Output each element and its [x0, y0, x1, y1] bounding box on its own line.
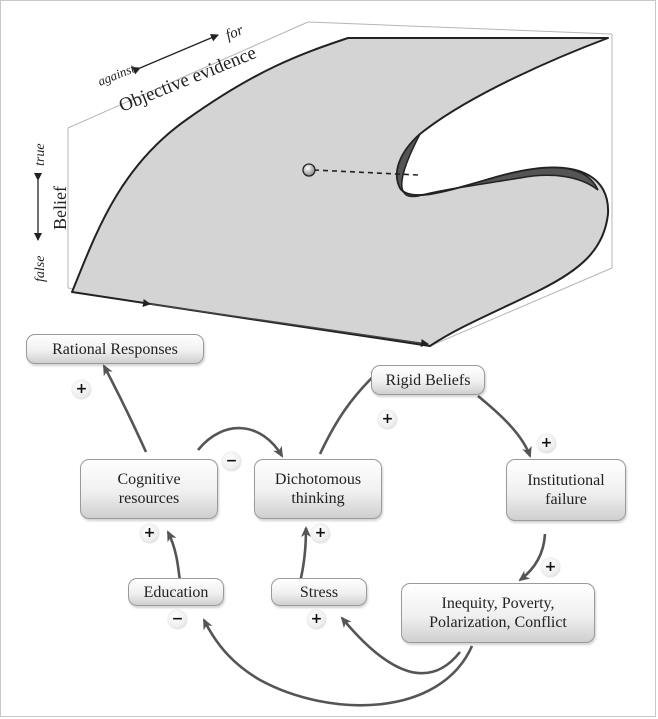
axis-belief-label: Belief	[50, 186, 70, 230]
axis-for-label: for	[224, 22, 246, 43]
node-education: Education	[128, 578, 224, 606]
arrow-cognitive-to-dichotomous	[196, 426, 284, 458]
arrow-inequity-to-education	[202, 618, 474, 707]
node-cognitive-resources: Cognitive resources	[80, 459, 218, 519]
sign-stress-to-dichotomous: +	[311, 524, 330, 543]
node-cognitive-resources-line1: Cognitive	[117, 471, 181, 488]
node-institutional-failure-line1: Institutional	[527, 472, 605, 489]
arrow-education-to-cognitive	[166, 530, 182, 583]
node-dichotomous-thinking: Dichotomous thinking	[254, 459, 382, 519]
cusp-surface	[71, 37, 610, 347]
sign-rigid-to-institutional: +	[537, 434, 556, 453]
causal-arrows	[102, 364, 547, 707]
arrow-institutional-to-inequity	[518, 533, 547, 582]
state-ball	[302, 163, 316, 177]
sign-inequity-to-education: −	[168, 610, 187, 629]
axis-true-label: true	[33, 143, 48, 166]
node-inequity-line1: Inequity, Poverty,	[441, 595, 555, 612]
sign-dichotomous-to-rigid: +	[378, 410, 397, 429]
node-inequity: Inequity, Poverty, Polarization, Conflic…	[401, 583, 595, 643]
node-institutional-failure-line2: failure	[545, 491, 587, 508]
node-cognitive-resources-line2: resources	[118, 490, 180, 507]
hysteresis-arrow	[142, 299, 429, 347]
arrow-rigid-to-institutional	[477, 394, 532, 458]
arrow-cognitive-to-rational	[102, 364, 148, 453]
evidence-direction-arrow	[131, 34, 219, 75]
node-stress: Stress	[271, 578, 367, 606]
node-inequity-line2: Polarization, Conflict	[429, 614, 567, 631]
surface-fold	[396, 133, 599, 198]
node-education-label: Education	[143, 583, 209, 601]
sign-inequity-to-stress: +	[307, 610, 326, 629]
node-rigid-beliefs: Rigid Beliefs	[371, 365, 485, 395]
sign-education-to-cognitive: +	[140, 524, 159, 543]
node-stress-label: Stress	[299, 583, 339, 601]
axis-false-label: false	[33, 256, 48, 282]
sign-cognitive-to-dichotomous: −	[222, 452, 241, 471]
arrow-stress-to-dichotomous	[298, 526, 311, 583]
node-dichotomous-thinking-line2: thinking	[291, 490, 345, 507]
axis-against-label: against	[96, 60, 137, 88]
sign-cognitive-to-rational: +	[72, 380, 91, 399]
node-rational-responses-label: Rational Responses	[52, 340, 178, 358]
node-rigid-beliefs-label: Rigid Beliefs	[385, 371, 471, 389]
node-rational-responses: Rational Responses	[26, 334, 204, 364]
node-institutional-failure: Institutional failure	[506, 459, 626, 521]
node-dichotomous-thinking-line1: Dichotomous	[274, 471, 362, 488]
sign-institutional-to-inequity: +	[541, 558, 560, 577]
arrow-inequity-to-stress	[340, 616, 462, 675]
